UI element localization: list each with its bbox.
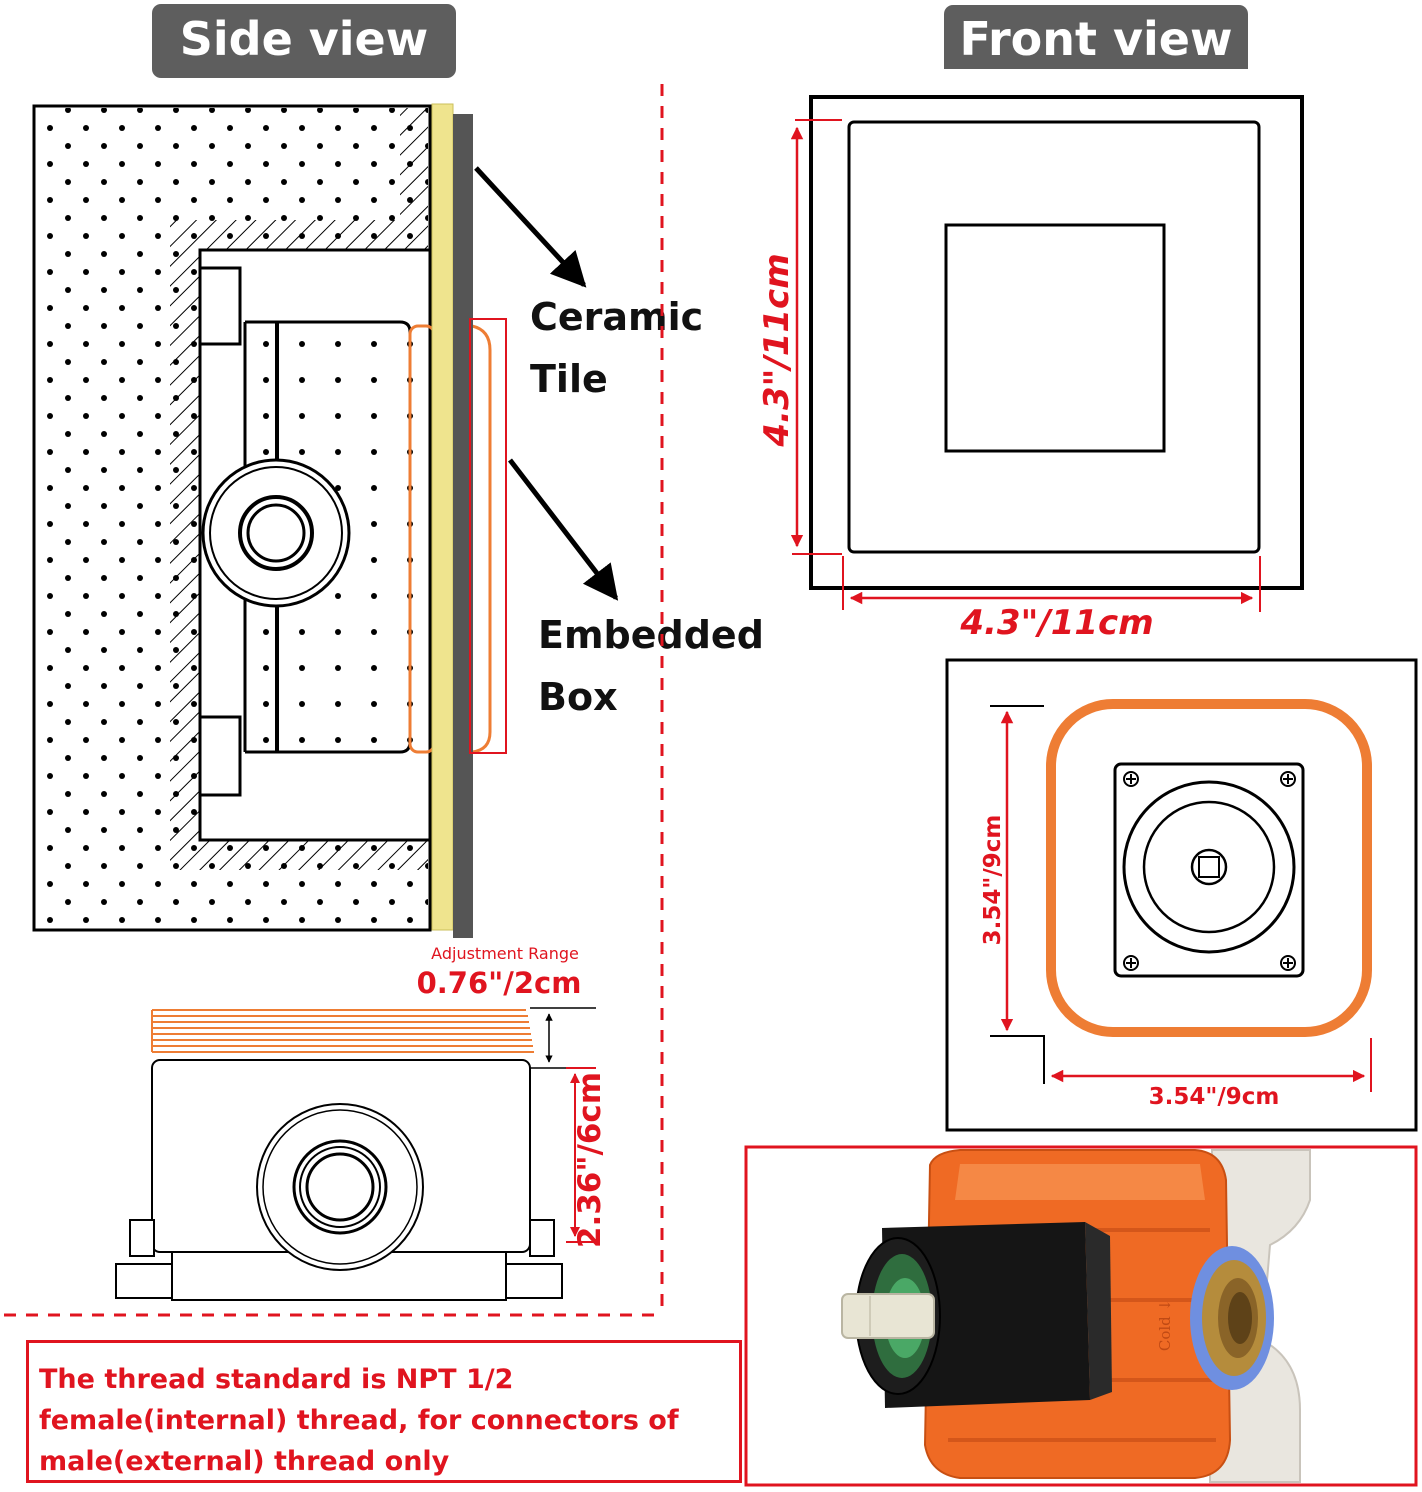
- black-trim-block: [882, 1222, 1090, 1408]
- box-width-label: 3.54"/9cm: [1149, 1084, 1280, 1110]
- tile-surface-layer: [453, 114, 473, 938]
- ceramic-label-1: Ceramic: [530, 295, 703, 339]
- mounting-lug-bottom: [198, 715, 242, 797]
- cover-height-label: 4.3"/11cm: [757, 253, 797, 447]
- ceramic-label-2: Tile: [530, 357, 608, 401]
- front-view-box: 3.54"/9cm 3.54"/9cm: [945, 658, 1418, 1132]
- adjustment-range-detail: Adjustment Range 0.76"/2cm: [115, 944, 608, 1301]
- front-view-cover: 4.3"/11cm 4.3"/11cm: [757, 95, 1304, 643]
- box-depth-label: 2.36"/6cm: [572, 1072, 608, 1248]
- screw-top-right-icon: [1280, 771, 1296, 787]
- embedded-label-1: Embedded: [538, 613, 764, 657]
- cover-plate-inner: [847, 120, 1261, 554]
- valve-spindle: [1198, 856, 1220, 878]
- adjustment-range-label: Adjustment Range: [431, 944, 579, 963]
- valve-spindle-stem: [841, 1293, 935, 1339]
- side-view-wall-section: [32, 103, 619, 938]
- box-orange-flange: [1046, 699, 1372, 1037]
- product-photo: Cold ↓: [744, 1145, 1418, 1487]
- ceramic-tile-layer: [431, 103, 454, 931]
- cover-plate-center: [944, 223, 1166, 453]
- red-outline: [469, 318, 507, 754]
- embedded-label-2: Box: [538, 675, 618, 719]
- screw-top-left-icon: [1123, 771, 1139, 787]
- box-port-outer: [256, 1103, 424, 1271]
- adjustment-range-value: 0.76"/2cm: [417, 966, 582, 1000]
- thread-standard-note-text: The thread standard is NPT 1/2 female(in…: [39, 1364, 679, 1477]
- mounting-lug-top: [198, 266, 242, 346]
- embedded-box-arrow: [508, 458, 619, 601]
- cover-plate-outer: [809, 95, 1304, 590]
- side-port-inner: [238, 495, 314, 571]
- side-view-heading: Side view: [152, 4, 456, 78]
- valve-mounting-plate: [1113, 762, 1305, 978]
- ceramic-tile-arrow: [474, 166, 587, 288]
- box-height-label: 3.54"/9cm: [980, 815, 1006, 946]
- cover-width-label: 4.3"/11cm: [959, 603, 1153, 643]
- screw-bottom-right-icon: [1280, 955, 1296, 971]
- front-view-heading: Front view: [944, 5, 1248, 69]
- thread-standard-note: The thread standard is NPT 1/2 female(in…: [26, 1340, 742, 1483]
- cold-label: Cold ↓: [1156, 1299, 1174, 1351]
- screw-bottom-left-icon: [1123, 955, 1139, 971]
- side-port-outer: [201, 458, 351, 608]
